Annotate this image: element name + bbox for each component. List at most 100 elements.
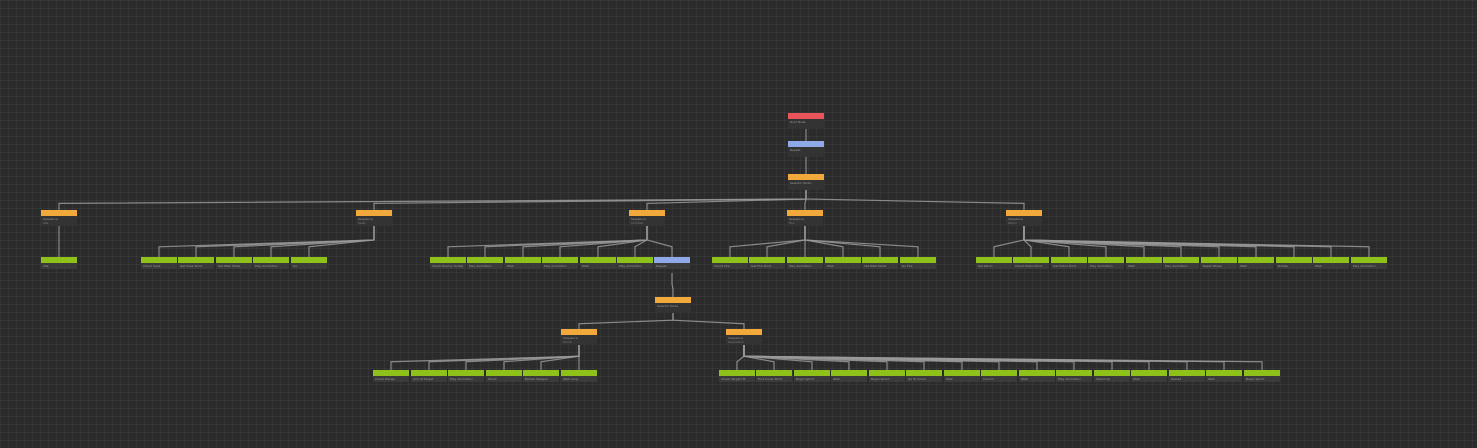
node-label: Play Animation — [255, 264, 278, 268]
action-node[interactable]: Set Walk Mode — [862, 257, 898, 269]
action-node[interactable]: Play Animation — [617, 257, 653, 269]
edge-connector — [646, 226, 673, 257]
node-label: Get Patrol Point — [1053, 264, 1077, 268]
action-node[interactable]: Wait — [825, 257, 861, 269]
node-header — [654, 257, 690, 263]
action-node[interactable]: Go — [291, 257, 327, 269]
composite-node[interactable]: Selector Node — [788, 174, 824, 190]
action-node[interactable]: Check Enemy Visible — [430, 257, 466, 269]
node-header — [719, 370, 755, 376]
node-header — [712, 257, 748, 263]
action-node[interactable]: Go To Cover — [906, 370, 942, 382]
action-node[interactable]: Wait — [1238, 257, 1274, 269]
node-label: Begin Sprint — [1246, 377, 1265, 381]
action-node[interactable]: Get Seek Point — [178, 257, 214, 269]
node-header — [629, 210, 665, 216]
action-node[interactable]: Check Target Hit — [719, 370, 755, 382]
action-node[interactable]: Get Fire Point — [749, 257, 785, 269]
action-node[interactable]: Play Animation — [1056, 370, 1092, 382]
node-header — [1276, 257, 1312, 263]
node-label: Play Animation — [469, 264, 492, 268]
action-node[interactable]: Stand Up — [1094, 370, 1130, 382]
node-header — [944, 370, 980, 376]
node-label: Repeat — [656, 264, 667, 268]
node-body: Get Fire Point — [749, 263, 785, 269]
edge-connector — [672, 313, 745, 329]
action-node[interactable]: Wait — [1313, 257, 1349, 269]
action-node[interactable]: Check Range — [373, 370, 409, 382]
action-node[interactable]: Begin Sprint — [794, 370, 830, 382]
action-node[interactable]: Play Animation — [448, 370, 484, 382]
action-node[interactable]: Play Animation — [467, 257, 503, 269]
node-sublabel: Fire — [789, 221, 795, 225]
action-node[interactable]: Play Animation — [542, 257, 578, 269]
action-node[interactable]: Wait — [505, 257, 541, 269]
edge-connector — [993, 226, 1025, 257]
action-node[interactable]: Set Patrol — [976, 257, 1012, 269]
node-body: Play Animation — [1351, 263, 1387, 269]
action-node[interactable]: Wait — [580, 257, 616, 269]
composite-node[interactable]: Selector Node — [655, 297, 691, 313]
action-node[interactable]: Shoot — [486, 370, 522, 382]
action-node[interactable]: Get Patrol Point — [1051, 257, 1087, 269]
action-node[interactable]: Play Animation — [253, 257, 289, 269]
action-node[interactable]: Idle — [41, 257, 77, 269]
decorator-node[interactable]: Repeat — [788, 141, 824, 157]
node-label: Find Cover Point — [758, 377, 783, 381]
node-header — [787, 210, 823, 216]
decorator-node[interactable]: Repeat — [654, 257, 690, 269]
action-node[interactable]: Play Animation — [1351, 257, 1387, 269]
action-node[interactable]: Wait — [1019, 370, 1055, 382]
action-node[interactable]: Wait — [831, 370, 867, 382]
node-label: Shoot — [488, 377, 497, 381]
action-node[interactable]: Play Animation — [1163, 257, 1199, 269]
node-header — [1019, 370, 1055, 376]
action-node[interactable]: Go Fire — [900, 257, 936, 269]
action-node[interactable]: Begin Sprint — [869, 370, 905, 382]
action-node[interactable]: Begin Sprint — [1244, 370, 1280, 382]
node-label: Wait — [1021, 377, 1028, 381]
action-node[interactable]: Check Seek — [141, 257, 177, 269]
action-node[interactable]: Reset Wheel — [1201, 257, 1237, 269]
action-node[interactable]: Rotate — [1276, 257, 1312, 269]
action-node[interactable]: Play Animation — [1088, 257, 1124, 269]
node-body: Play Animation — [542, 263, 578, 269]
action-node[interactable]: Find Cover Point — [756, 370, 792, 382]
node-label: Set Patrol — [978, 264, 993, 268]
action-node[interactable]: Wait Long — [561, 370, 597, 382]
node-header — [1163, 257, 1199, 263]
root-node[interactable]: Root Node — [788, 113, 824, 129]
edge-connector — [743, 345, 1263, 370]
action-node[interactable]: Wait — [944, 370, 980, 382]
edge-connector — [308, 226, 375, 257]
action-node[interactable]: Aim At Target — [411, 370, 447, 382]
node-label: Check Enemy Visible — [432, 264, 464, 268]
action-node[interactable]: Wait — [1126, 257, 1162, 269]
node-body: Wait — [580, 263, 616, 269]
action-node[interactable]: Wait — [1206, 370, 1242, 382]
action-node[interactable]: Crouch — [981, 370, 1017, 382]
action-node[interactable]: Check Fire — [712, 257, 748, 269]
node-body: Wait — [944, 376, 980, 382]
node-header — [831, 370, 867, 376]
action-node[interactable]: Set Walk Mode — [216, 257, 252, 269]
action-node[interactable]: Reload Weapon — [523, 370, 559, 382]
action-node[interactable]: Reload — [1169, 370, 1205, 382]
action-node[interactable]: Play Animation — [787, 257, 823, 269]
node-header — [1313, 257, 1349, 263]
action-node[interactable]: Check Patrol Point — [1013, 257, 1049, 269]
node-label: Reload — [1171, 377, 1182, 381]
action-node[interactable]: Wait — [1131, 370, 1167, 382]
node-header — [655, 297, 691, 303]
node-header — [749, 257, 785, 263]
node-header — [356, 210, 392, 216]
